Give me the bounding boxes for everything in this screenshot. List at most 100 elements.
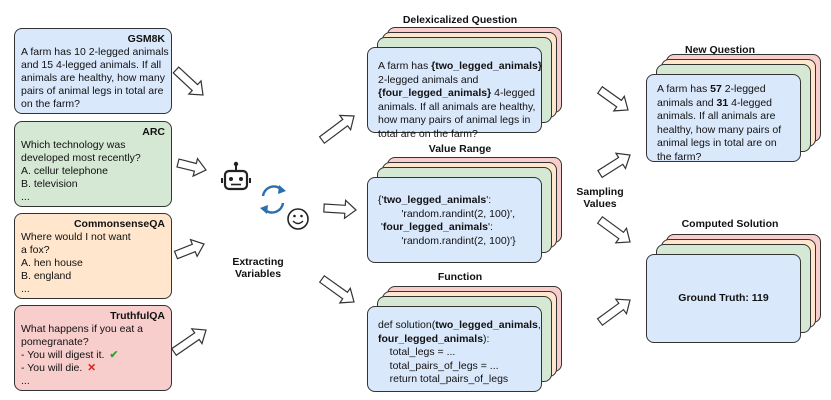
plain-text: 4-legged	[491, 87, 535, 100]
arrow-to-delex	[318, 114, 355, 145]
question-line: A. hen house	[21, 257, 165, 270]
plain-text: {'	[378, 194, 384, 206]
text-line: A farm has {two_legged_animals}	[378, 60, 542, 74]
question-text: on the farm?	[21, 98, 80, 110]
question-line: What happens if you eat a	[21, 323, 165, 336]
question-line: a fox?	[21, 244, 165, 257]
solution-card: Ground Truth: 119	[646, 254, 801, 343]
text-line: {'two_legged_animals':	[378, 194, 531, 208]
plain-text: total are on the farm?	[378, 127, 478, 140]
question-line: A. cellur telephone	[21, 165, 165, 178]
question-line: and 15 4-legged animals. If all	[21, 59, 165, 72]
plain-text: animals. If all animals are	[657, 110, 776, 123]
question-line: Where would I not want	[21, 231, 165, 244]
text-line: def solution(two_legged_animals,	[378, 319, 541, 333]
text-line: return total_pairs_of_legs	[378, 373, 531, 387]
question-line: pairs of animal legs in total are	[21, 85, 165, 98]
arrow-to-new-question	[596, 85, 629, 112]
variable-text: two_legged_animals	[435, 319, 538, 331]
arrow-commonsenseqa	[173, 238, 205, 260]
plain-text: def solution(	[378, 319, 436, 331]
question-line: - You will digest it. ✔	[21, 349, 165, 362]
variable-text: four_legged_animals	[382, 221, 488, 234]
text-line: {four_legged_animals} 4-legged	[378, 87, 535, 101]
function-title: Function	[437, 271, 483, 283]
question-line: Which technology was	[21, 139, 165, 152]
arrow-to-function	[318, 274, 355, 304]
sampling-values-label: Sampling Values	[576, 186, 624, 210]
dataset-name: GSM8K	[127, 33, 165, 45]
dataset-name: CommonsenseQA	[73, 218, 165, 230]
dataset-name: ARC	[142, 126, 165, 138]
question-text: ...	[21, 191, 30, 203]
text-line: total_legs = ...	[378, 346, 531, 360]
plain-text: animals and	[657, 96, 717, 109]
question-text: Which technology was	[21, 139, 126, 151]
text-line: healthy, how many pairs of	[657, 124, 790, 138]
plain-text: total_pairs_of_legs = ...	[378, 359, 499, 372]
range-title: Value Range	[428, 143, 492, 155]
variable-text: 31	[716, 96, 729, 109]
arrow-truthfulqa	[170, 328, 207, 357]
text-line: animals. If all animals are	[657, 110, 790, 124]
question-text: - You will die.	[21, 362, 83, 374]
plain-text: animals. If all animals are healthy,	[378, 100, 536, 113]
variable-text: {four_legged_animals}	[378, 87, 492, 100]
question-text: ...	[21, 375, 30, 387]
question-line: B. england	[21, 270, 165, 283]
arrow-func-to-solution	[596, 298, 631, 327]
text-line: 'four_legged_animals':	[378, 221, 531, 235]
delex-title: Delexicalized Question	[402, 14, 518, 26]
text-line: 2-legged animals and	[378, 74, 531, 88]
question-line: B. television	[21, 178, 165, 191]
plain-text: ,	[537, 319, 541, 331]
plain-text: A farm has	[378, 60, 432, 72]
plain-text: how many pairs of animal legs in	[378, 114, 531, 127]
plain-text: animal legs in total are on	[657, 137, 777, 150]
question-line: ...	[21, 375, 165, 388]
question-line: - You will die. ✕	[21, 362, 165, 375]
plain-text: 2-legged animals and	[378, 73, 479, 86]
range-card: {'two_legged_animals': 'random.randint(2…	[367, 177, 542, 263]
text-line: total_pairs_of_legs = ...	[378, 360, 531, 374]
question-text: animals are healthy, how many	[21, 72, 165, 84]
question-text: a fox?	[21, 244, 50, 256]
check-mark-icon: ✔	[109, 349, 119, 361]
arrow-to-range	[323, 198, 357, 220]
smiley-face-icon	[287, 208, 309, 230]
text-line: animals and 31 4-legged	[657, 97, 790, 111]
plain-text: '	[378, 221, 383, 234]
plain-text: total_legs = ...	[378, 346, 456, 359]
refresh-cycle-icon	[260, 185, 286, 214]
text-line: four_legged_animals):	[378, 333, 531, 347]
question-line: animals are healthy, how many	[21, 72, 165, 85]
cross-mark-icon: ✕	[87, 362, 97, 374]
question-text: A. hen house	[21, 257, 83, 269]
extracting-variables-label: Extracting Variables	[232, 256, 284, 280]
arrow-range-to-solution	[596, 215, 631, 244]
plain-text: ):	[483, 332, 490, 345]
text-line: A farm has 57 2-legged	[657, 83, 790, 97]
arrow-arc	[176, 157, 207, 178]
variable-text: four_legged_animals	[378, 332, 484, 345]
dataset-name: TruthfulQA	[110, 310, 165, 322]
question-text: - You will digest it.	[21, 349, 105, 361]
text-line: animal legs in total are on	[657, 137, 790, 151]
robot-icon	[221, 161, 251, 191]
text-line: how many pairs of animal legs in	[378, 114, 531, 128]
question-text: B. television	[21, 178, 78, 190]
text-line: 'random.randint(2, 100)'}	[378, 235, 531, 249]
question-text: pairs of animal legs in total are	[21, 85, 164, 97]
question-line: ...	[21, 191, 165, 204]
text-line: total are on the farm?	[378, 128, 531, 142]
plain-text: ':	[487, 221, 493, 234]
question-text: and 15 4-legged animals. If all	[21, 59, 162, 71]
func-card: def solution(two_legged_animals,four_leg…	[367, 306, 542, 392]
plain-text: the farm?	[657, 150, 702, 163]
